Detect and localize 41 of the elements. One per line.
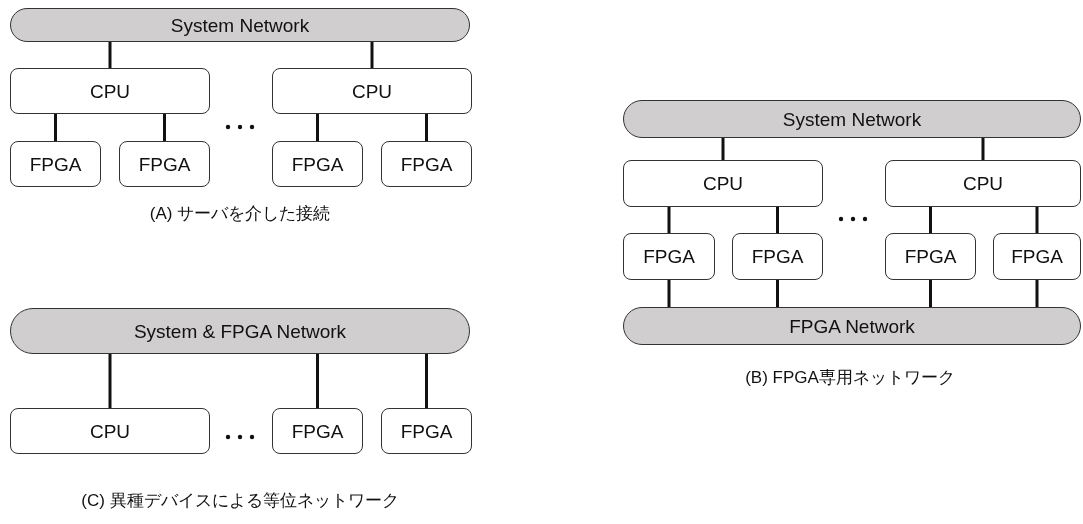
device-box: FPGA — [381, 141, 472, 187]
device-box: FPGA — [885, 233, 976, 280]
connector-line — [108, 42, 112, 68]
connector-line — [667, 207, 671, 233]
connector-line — [163, 114, 166, 141]
network-bar: System Network — [623, 100, 1081, 138]
connector-line — [929, 280, 932, 307]
network-bar: FPGA Network — [623, 307, 1081, 345]
connector-line — [929, 207, 932, 233]
connector-line — [981, 138, 985, 160]
device-box: FPGA — [381, 408, 472, 454]
connector-line — [1035, 207, 1039, 233]
connector-line — [425, 114, 428, 141]
caption: (C) 異種デバイスによる等位ネットワーク — [80, 490, 400, 512]
connector-line — [425, 354, 428, 408]
network-bar: System & FPGA Network — [10, 308, 470, 354]
device-box: CPU — [623, 160, 823, 207]
connector-line — [54, 114, 57, 141]
connector-line — [316, 354, 319, 408]
connector-line — [316, 114, 319, 141]
device-box: CPU — [272, 68, 472, 114]
connector-line — [370, 42, 374, 68]
device-box: CPU — [885, 160, 1081, 207]
caption: (B) FPGA専用ネットワーク — [744, 367, 956, 389]
device-box: CPU — [10, 408, 210, 454]
network-bar: System Network — [10, 8, 470, 42]
device-box: FPGA — [272, 408, 363, 454]
device-box: FPGA — [10, 141, 101, 187]
connector-line — [776, 280, 779, 307]
device-box: FPGA — [623, 233, 715, 280]
connector-line — [108, 354, 112, 408]
device-box: FPGA — [272, 141, 363, 187]
caption: (A) サーバを介した接続 — [148, 203, 332, 225]
device-box: CPU — [10, 68, 210, 114]
connector-line — [1035, 280, 1039, 307]
connector-line — [776, 207, 779, 233]
device-box: FPGA — [732, 233, 823, 280]
connector-line — [721, 138, 725, 160]
device-box: FPGA — [993, 233, 1081, 280]
connector-line — [667, 280, 671, 307]
device-box: FPGA — [119, 141, 210, 187]
